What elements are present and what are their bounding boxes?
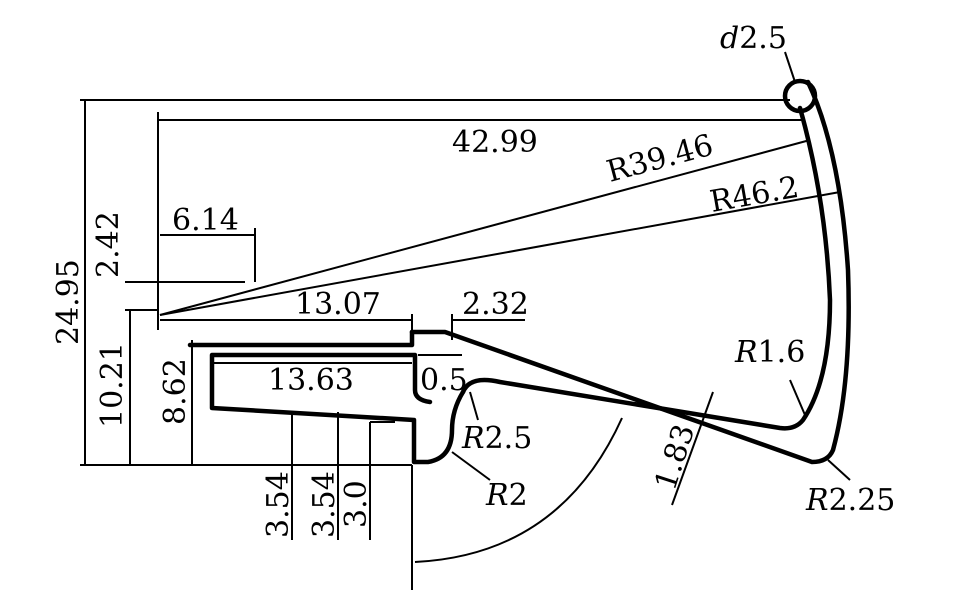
- label-channel-length: 13.63: [268, 363, 354, 398]
- dimension-lines: [80, 51, 851, 590]
- label-lip-thickness: 0.5: [420, 363, 468, 398]
- label-depth-b: 3.54: [307, 471, 342, 538]
- label-depth-a: 3.54: [261, 471, 296, 538]
- label-gap-length: 6.14: [172, 203, 239, 238]
- label-length-total: 42.99: [452, 125, 538, 160]
- inner-arm-edge: [460, 105, 833, 431]
- label-fillet-r2: R2: [485, 478, 528, 513]
- label-height-channel: 8.62: [158, 358, 193, 425]
- label-depth-c: 3.0: [339, 480, 374, 528]
- channel-top: [187, 329, 415, 348]
- outer-arm-edge: [409, 79, 851, 465]
- label-height-total: 24.95: [51, 259, 86, 345]
- dimension-labels: d2.5 42.99 R39.46 R46.2 24.95 2.42 6.14 …: [51, 21, 895, 538]
- label-step-offset: 2.32: [462, 287, 529, 322]
- label-fillet-r225: R2.25: [805, 483, 895, 518]
- label-wall-thickness: 1.83: [648, 420, 702, 494]
- label-radius-outer: R46.2: [707, 170, 801, 220]
- label-fillet-r16: R1.6: [734, 335, 805, 370]
- label-fillet-r25: R2.5: [461, 421, 532, 456]
- bead-circle: [782, 78, 818, 114]
- hook-lip: [209, 352, 466, 465]
- label-diameter: d2.5: [720, 21, 787, 56]
- label-height-lower: 10.21: [95, 342, 130, 428]
- label-lower-length: 13.07: [295, 287, 381, 322]
- label-gap-height: 2.42: [91, 211, 126, 278]
